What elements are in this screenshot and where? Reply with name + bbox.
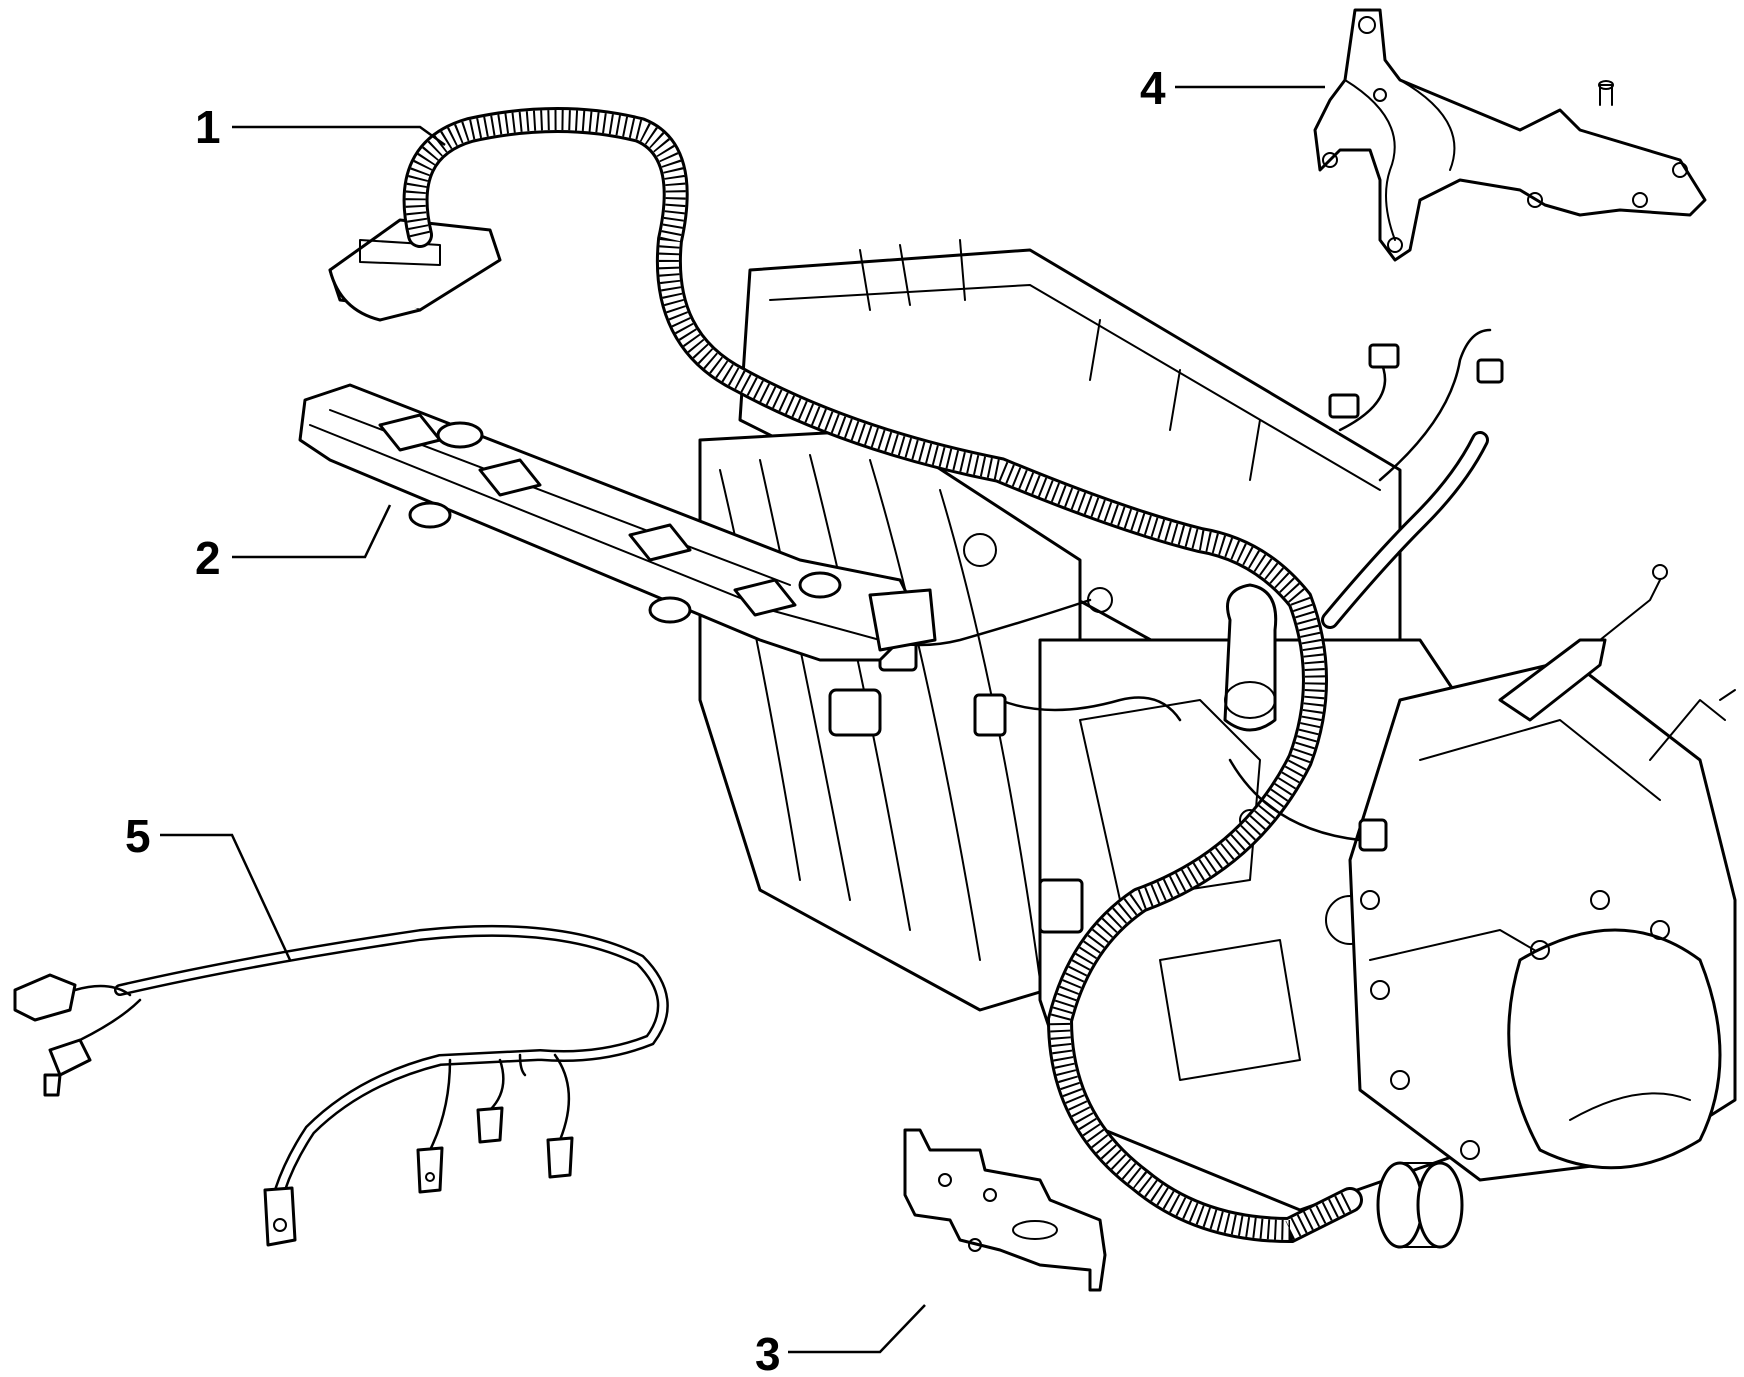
injector-rail-harness bbox=[298, 383, 1092, 662]
callout-leaders bbox=[160, 85, 1325, 1354]
leader-3 bbox=[788, 1304, 926, 1354]
transmission bbox=[1348, 564, 1737, 1182]
leader-1 bbox=[232, 125, 446, 147]
callout-4: 4 bbox=[1140, 62, 1166, 114]
callout-2: 2 bbox=[195, 532, 221, 584]
callout-1: 1 bbox=[195, 101, 221, 153]
lower-bracket bbox=[903, 1128, 1107, 1292]
engine-wiring-harness bbox=[328, 107, 1504, 1249]
callout-labels: 1 2 3 4 5 bbox=[125, 62, 1166, 1377]
callout-3: 3 bbox=[755, 1328, 781, 1377]
callout-5: 5 bbox=[125, 810, 151, 862]
ground-cable-harness bbox=[13, 924, 669, 1247]
leader-5 bbox=[160, 833, 292, 961]
upper-bracket bbox=[1313, 8, 1707, 262]
leader-2 bbox=[232, 504, 392, 559]
